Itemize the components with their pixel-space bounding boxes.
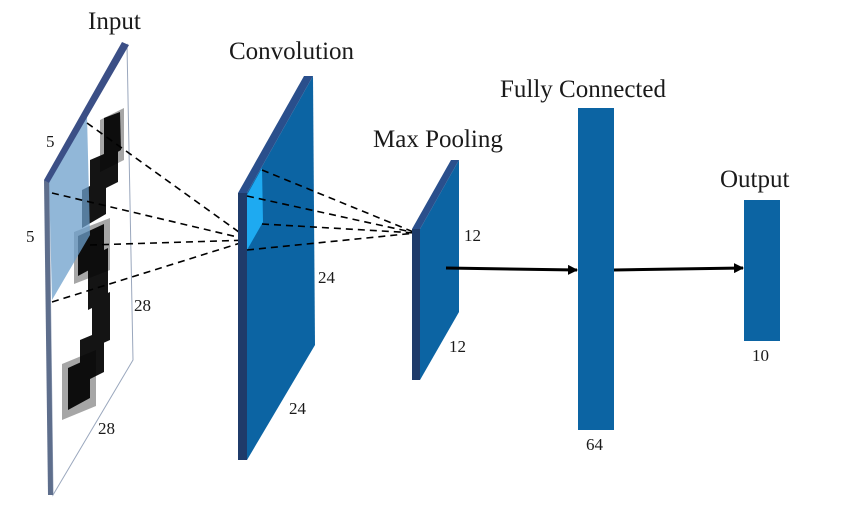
conv-to-pool-projection-lines <box>246 169 417 251</box>
input-title: Input <box>88 8 141 35</box>
conv-output-patch <box>247 168 263 250</box>
input-kernel-width-label: 5 <box>46 132 55 151</box>
pool-width-label: 12 <box>449 337 466 356</box>
conv-top-edge <box>238 76 313 193</box>
fully-connected-layer <box>578 108 614 430</box>
conv-height-label: 24 <box>318 268 336 287</box>
output-layer <box>744 200 780 341</box>
conv-front-face <box>247 76 315 460</box>
input-front-edge <box>44 180 53 495</box>
input-layer <box>44 42 134 497</box>
pool-top-edge <box>412 160 459 229</box>
input-top-edge <box>44 42 129 183</box>
input-receptive-field <box>49 116 90 300</box>
pool-height-label: 12 <box>464 226 481 245</box>
pool-side-edge <box>412 229 420 380</box>
pool-front-face <box>420 160 459 380</box>
max-pooling-layer <box>412 160 459 380</box>
convolution-title: Convolution <box>229 38 355 65</box>
output-title: Output <box>720 166 790 193</box>
input-width-label: 28 <box>98 419 115 438</box>
input-kernel-height-label: 5 <box>26 227 35 246</box>
conv-width-label: 24 <box>289 399 307 418</box>
input-to-conv-projection-lines <box>51 122 251 303</box>
fc-to-output-arrow <box>613 263 744 274</box>
output-units-label: 10 <box>752 346 769 365</box>
pool-to-fc-arrow <box>445 264 578 275</box>
input-height-label: 28 <box>134 296 151 315</box>
conv-side-edge <box>238 193 247 460</box>
convolution-layer <box>238 76 315 460</box>
fully-connected-units-label: 64 <box>586 435 604 454</box>
max-pooling-title: Max Pooling <box>373 126 503 153</box>
fully-connected-title: Fully Connected <box>500 76 666 103</box>
